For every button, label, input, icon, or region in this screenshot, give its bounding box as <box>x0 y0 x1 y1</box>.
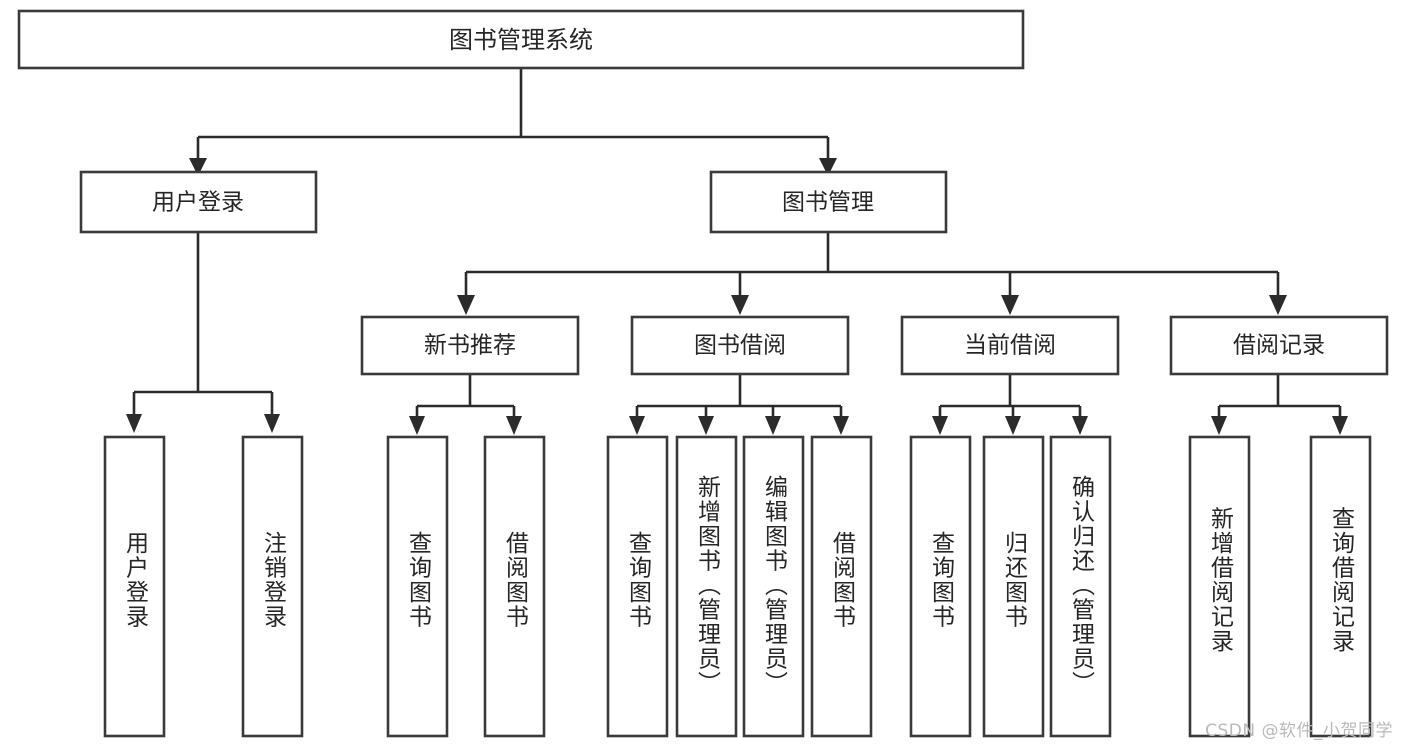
node-book-manage[interactable]: 图书管理 <box>709 170 948 234</box>
arrowhead-book-borrow <box>731 295 749 315</box>
leaf-logout-label: 注销登录 <box>260 531 288 629</box>
leaf-user-login-box[interactable] <box>103 435 166 738</box>
leaf-cb-confirm-box[interactable] <box>1049 435 1112 738</box>
arrowhead-user-login <box>189 158 207 176</box>
connector-layer <box>126 68 1348 435</box>
borrow-record-box[interactable] <box>1169 315 1389 376</box>
leaf-user-login[interactable]: 用户登录 <box>103 435 166 738</box>
arrowhead-newbook-borrow <box>506 416 522 435</box>
leaf-newbook-borrow-book[interactable]: 借阅图书 <box>483 435 546 738</box>
csdn-watermark: CSDN @软件_小贺同学 <box>1205 721 1393 741</box>
user-login-box[interactable] <box>79 170 318 234</box>
arrowhead-book-manage <box>819 158 837 176</box>
arrowhead-new-book <box>457 295 475 315</box>
arrowhead-current-borrow <box>1001 295 1019 315</box>
user-login-label: 用户登录 <box>152 190 244 216</box>
leaf-bb-add-book[interactable]: 新增图书（管理员） <box>675 435 738 738</box>
leaf-bb-add-label: 新增图书（管理员） <box>694 475 722 696</box>
leaf-cb-query-box[interactable] <box>909 435 972 738</box>
arrowhead-bb-query <box>629 416 645 435</box>
arrowhead-cb-query <box>932 416 948 435</box>
leaf-br-add-record[interactable]: 新增借阅记录 <box>1188 435 1251 738</box>
node-current-borrow[interactable]: 当前借阅 <box>900 315 1120 376</box>
leaf-bb-query-book[interactable]: 查询图书 <box>606 435 669 738</box>
book-manage-label: 图书管理 <box>782 190 874 216</box>
arrowhead-br-add <box>1211 416 1227 435</box>
leaf-newbook-query-label: 查询图书 <box>405 531 433 629</box>
arrowhead-borrow-record <box>1269 295 1287 315</box>
leaf-logout[interactable]: 注销登录 <box>241 435 304 738</box>
current-borrow-box[interactable] <box>900 315 1120 376</box>
leaf-bb-query-box[interactable] <box>606 435 669 738</box>
book-borrow-label: 图书借阅 <box>694 333 786 359</box>
arrowhead-br-query <box>1332 416 1348 435</box>
arrowhead-cb-return <box>1005 416 1021 435</box>
leaf-newbook-borrow-label: 借阅图书 <box>502 531 530 629</box>
node-book-borrow[interactable]: 图书借阅 <box>630 315 850 376</box>
arrowhead-cb-confirm <box>1072 416 1088 435</box>
leaf-bb-borrow-box[interactable] <box>810 435 873 738</box>
leaf-bb-borrow-label: 借阅图书 <box>829 531 857 629</box>
leaf-bb-add-box[interactable] <box>675 435 738 738</box>
node-user-login[interactable]: 用户登录 <box>79 170 318 234</box>
root-box[interactable] <box>17 9 1025 70</box>
borrow-record-label: 借阅记录 <box>1233 333 1325 359</box>
leaf-logout-box[interactable] <box>241 435 304 738</box>
book-borrow-box[interactable] <box>630 315 850 376</box>
node-borrow-record[interactable]: 借阅记录 <box>1169 315 1389 376</box>
arrowhead-leaf-user-login <box>126 414 142 433</box>
leaf-br-add-box[interactable] <box>1188 435 1251 738</box>
leaf-bb-query-label: 查询图书 <box>625 531 653 629</box>
arrowhead-newbook-query <box>409 416 425 435</box>
leaf-user-login-label: 用户登录 <box>122 531 150 629</box>
leaf-br-query-label: 查询借阅记录 <box>1328 507 1356 654</box>
book-manage-box[interactable] <box>709 170 948 234</box>
new-book-recommend-label: 新书推荐 <box>424 333 516 359</box>
leaf-cb-confirm-label: 确认归还（管理员） <box>1068 475 1096 696</box>
leaf-bb-borrow-book[interactable]: 借阅图书 <box>810 435 873 738</box>
arrowhead-leaf-logout <box>264 414 280 433</box>
leaf-bb-edit-label: 编辑图书（管理员） <box>761 475 789 696</box>
current-borrow-label: 当前借阅 <box>964 333 1056 359</box>
root-label: 图书管理系统 <box>449 26 593 54</box>
new-book-recommend-box[interactable] <box>360 315 580 376</box>
leaf-bb-edit-book[interactable]: 编辑图书（管理员） <box>742 435 805 738</box>
arrowhead-bb-borrow <box>833 416 849 435</box>
leaf-newbook-query-book[interactable]: 查询图书 <box>386 435 449 738</box>
leaf-cb-query-book[interactable]: 查询图书 <box>909 435 972 738</box>
leaf-bb-edit-box[interactable] <box>742 435 805 738</box>
leaf-newbook-borrow-box[interactable] <box>483 435 546 738</box>
leaf-cb-confirm-return[interactable]: 确认归还（管理员） <box>1049 435 1112 738</box>
arrowhead-bb-add <box>698 416 714 435</box>
arrowhead-bb-edit <box>765 416 781 435</box>
leaf-cb-return-box[interactable] <box>982 435 1045 738</box>
node-new-book-recommend[interactable]: 新书推荐 <box>360 315 580 376</box>
leaf-cb-return-label: 归还图书 <box>1001 531 1029 629</box>
leaf-br-query-box[interactable] <box>1309 435 1372 738</box>
leaf-br-add-label: 新增借阅记录 <box>1207 507 1235 654</box>
leaf-cb-return-book[interactable]: 归还图书 <box>982 435 1045 738</box>
leaf-newbook-query-box[interactable] <box>386 435 449 738</box>
leaf-br-query-record[interactable]: 查询借阅记录 <box>1309 435 1372 738</box>
node-root-system[interactable]: 图书管理系统 <box>17 9 1025 70</box>
leaf-cb-query-label: 查询图书 <box>928 531 956 629</box>
